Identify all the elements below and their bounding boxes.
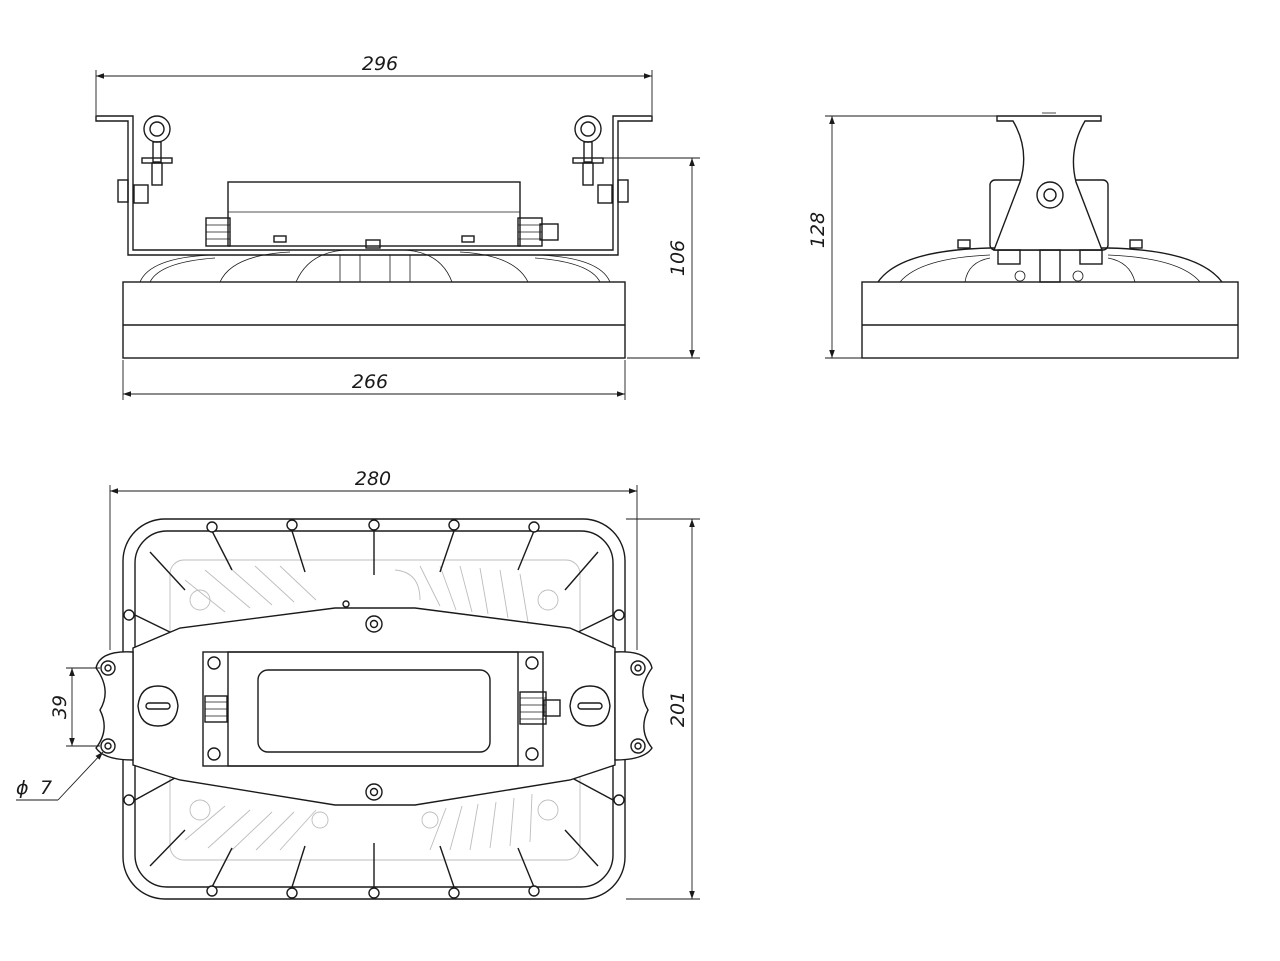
dim-front-bracket-width: 296 [362, 53, 398, 75]
dim-side-height: 128 [807, 212, 829, 248]
mounting-lug-left [95, 651, 179, 761]
eye-bolt-right [572, 115, 604, 186]
mounting-lug-right [569, 651, 653, 761]
dim-front-body-width: 266 [352, 371, 388, 393]
dim-hole-diameter-symbol: ϕ [16, 777, 29, 799]
dim-top-width: 280 [355, 468, 391, 490]
side-view: 128 [807, 112, 1239, 359]
dim-hole-diameter: 7 [40, 777, 52, 799]
top-view: 280 201 39 ϕ 7 [16, 468, 700, 900]
dim-top-height: 201 [667, 691, 689, 727]
eye-bolt-left [141, 115, 173, 186]
guard-ribs [123, 519, 625, 899]
dim-hole-spacing: 39 [49, 695, 71, 719]
dim-front-height: 106 [667, 240, 689, 276]
front-view: 296 266 106 [95, 53, 700, 400]
